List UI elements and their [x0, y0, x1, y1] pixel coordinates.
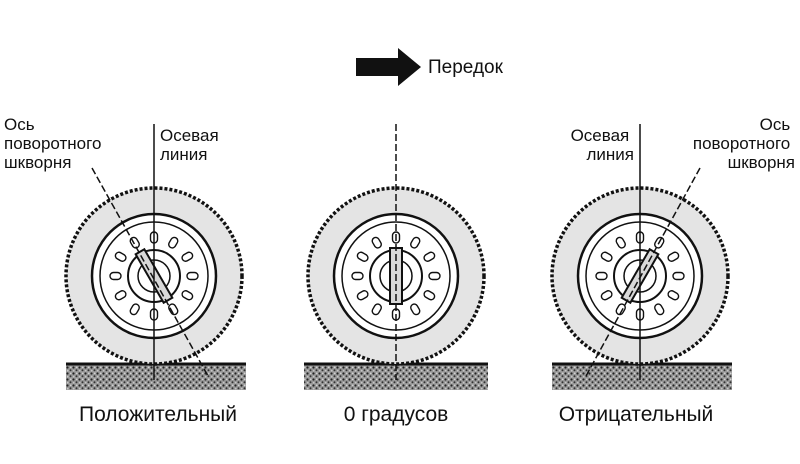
rim-hole [114, 290, 127, 301]
front-arrow-icon [356, 48, 421, 86]
wheel-caption: Отрицательный [559, 403, 714, 426]
rim-hole [672, 271, 685, 281]
rim-hole [595, 271, 608, 281]
wheel-caption: Положительный [79, 403, 237, 426]
rim-hole [114, 251, 127, 262]
rim-hole [615, 303, 626, 316]
center-label: Осевая линия [571, 126, 634, 164]
rim-holes [351, 231, 441, 321]
rim-holes [595, 231, 685, 321]
rim-hole [168, 303, 179, 316]
rim-hole [654, 303, 665, 316]
rim-hole [168, 236, 179, 249]
rim-hole [410, 236, 421, 249]
rim-hole [129, 303, 140, 316]
ground-strip [66, 364, 246, 390]
rim-hole [667, 290, 680, 301]
wheel-caption: 0 градусов [344, 403, 449, 426]
rim-hole [109, 271, 122, 281]
rim-hole [615, 236, 626, 249]
rim-hole [371, 236, 382, 249]
rim-hole [181, 251, 194, 262]
rim-hole [356, 290, 369, 301]
rim-hole [423, 290, 436, 301]
rim-hole [371, 303, 382, 316]
ground-strip [552, 364, 732, 390]
front-label: Передок [428, 57, 504, 78]
center-label: Осевая линия [160, 126, 223, 164]
rim-hole [600, 251, 613, 262]
rim-hole [356, 251, 369, 262]
rim-hole [351, 271, 364, 281]
rim-hole [181, 290, 194, 301]
wheel-positive: Ось поворотного шкворня Осевая линия Пол… [4, 115, 246, 426]
wheel-negative: Осевая линия Ось поворотного шкворня Отр… [550, 115, 795, 426]
wheel-zero: 0 градусов [304, 124, 488, 426]
rim-holes [109, 231, 199, 321]
rim-hole [186, 271, 199, 281]
rim-hole [423, 251, 436, 262]
front-indicator: Передок [356, 48, 504, 86]
pin-label: Ось поворотного шкворня [4, 115, 106, 172]
rim-hole [667, 251, 680, 262]
rim-hole [600, 290, 613, 301]
pin-label: Ось поворотного шкворня [693, 115, 795, 172]
rim-hole [428, 271, 441, 281]
rim-hole [410, 303, 421, 316]
